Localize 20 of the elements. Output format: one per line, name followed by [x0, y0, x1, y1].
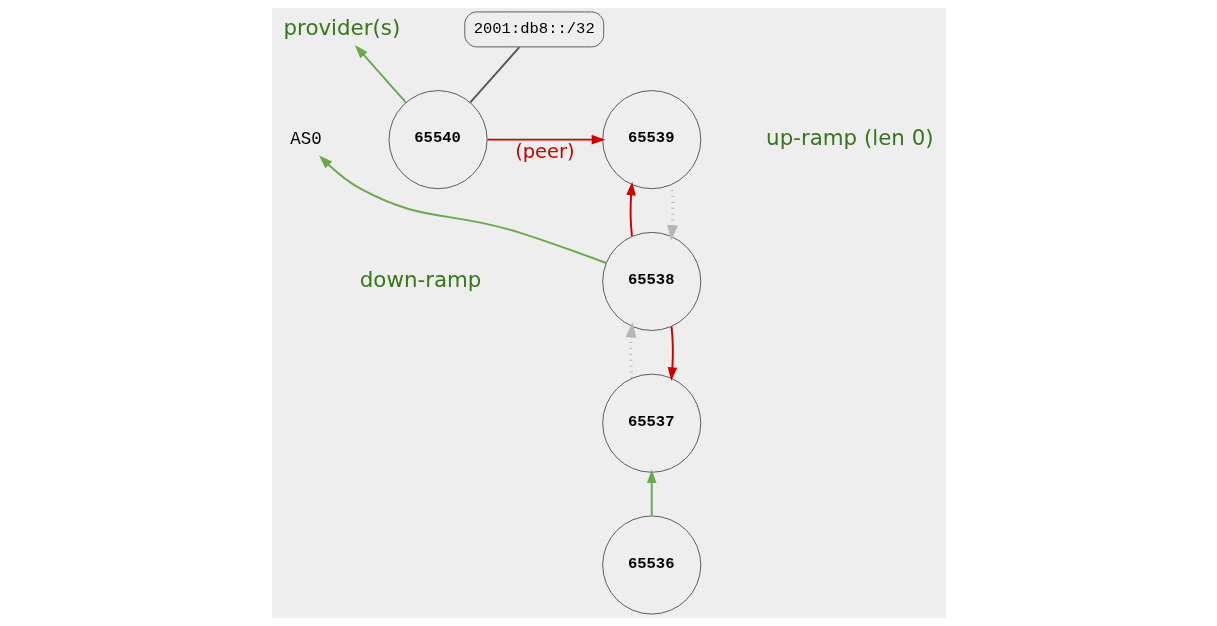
connector: [468, 46, 520, 104]
arrow: [646, 469, 656, 517]
node-circle: 65540: [388, 90, 488, 190]
arrow: [666, 184, 678, 241]
arrow: [667, 325, 677, 381]
arrow: [354, 44, 407, 104]
arrow: [485, 134, 605, 145]
node-text: AS0: [289, 128, 322, 149]
node-circle: 65539: [601, 90, 701, 190]
label: up-ramp (len 0): [765, 125, 934, 151]
node-circle: 65536: [601, 515, 701, 615]
arrow: [625, 322, 636, 379]
node-box: 2001:db8::/32: [463, 11, 604, 48]
arrow: [625, 181, 636, 238]
node-circle: 65537: [601, 373, 701, 473]
label: down-ramp: [359, 266, 481, 292]
node-text: provider(s): [283, 14, 400, 40]
node-circle: 65538: [601, 231, 701, 331]
edge-label: (peer): [514, 140, 575, 164]
arrow: [318, 155, 607, 264]
